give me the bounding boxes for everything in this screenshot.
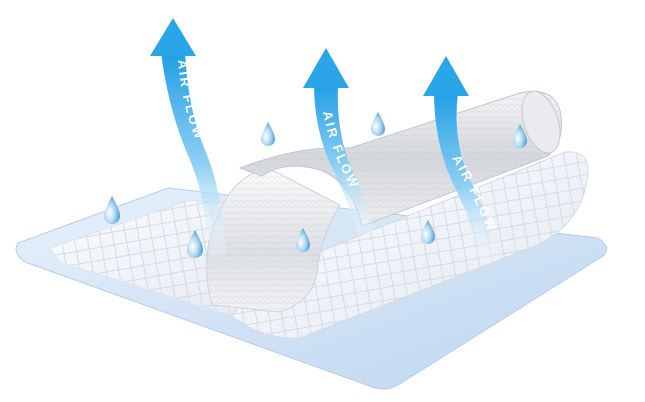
water-drops <box>104 112 527 258</box>
airflow-arrow-shaft <box>434 92 496 264</box>
water-drop-icon <box>513 124 527 148</box>
water-drop-icon <box>421 220 435 244</box>
arrow-up-icon <box>303 48 349 88</box>
arrow-up-icon <box>150 18 196 56</box>
airflow-arrow-shaft <box>161 52 226 258</box>
water-drop-icon <box>261 122 275 146</box>
water-drop-icon <box>187 230 203 258</box>
water-drop-icon <box>104 196 120 224</box>
arrow-up-icon <box>423 56 469 96</box>
airflow-arrow-shaft <box>314 84 374 236</box>
water-drop-icon <box>371 112 385 136</box>
roll-end <box>521 90 561 154</box>
water-drop-icon <box>296 228 310 252</box>
